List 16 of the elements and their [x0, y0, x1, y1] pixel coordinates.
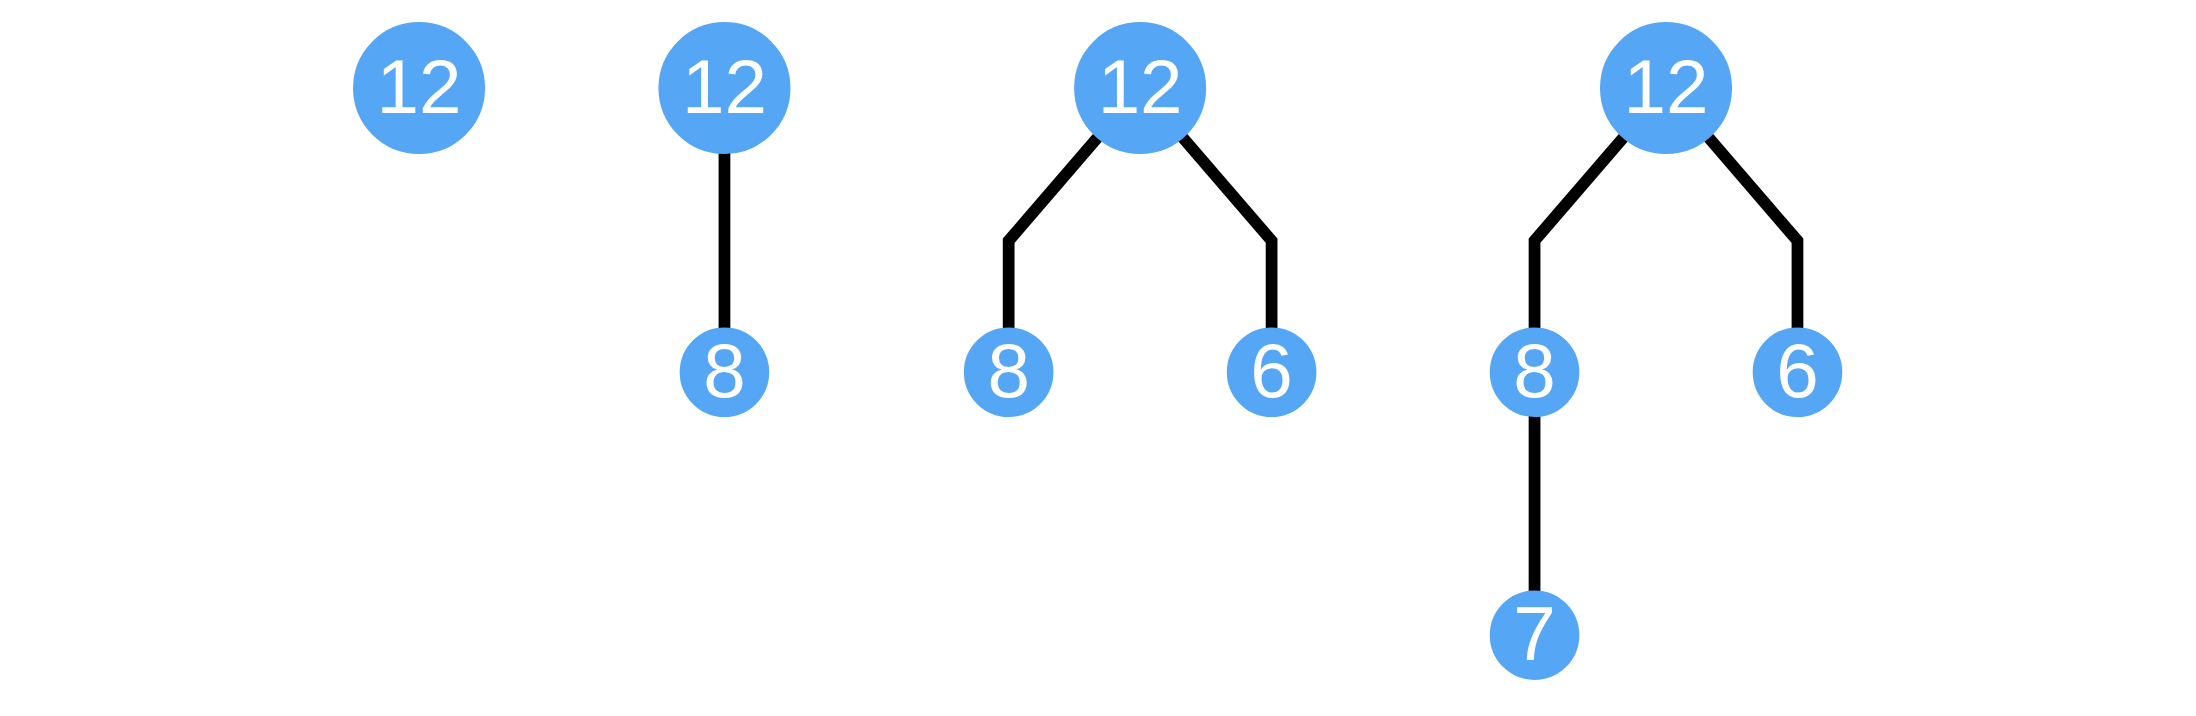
connector	[718, 152, 731, 329]
node-circle: 12	[658, 22, 791, 155]
node-circle: 6	[1227, 327, 1317, 417]
node-circle: 7	[1490, 590, 1580, 680]
node-circle: 8	[964, 327, 1054, 417]
connector	[1003, 133, 1103, 329]
node-circle: 8	[1490, 327, 1580, 417]
node-circle: 12	[1074, 22, 1207, 155]
node-circle: 6	[1753, 327, 1843, 417]
connector	[1704, 133, 1804, 329]
node-circle: 12	[1600, 22, 1733, 155]
connector	[1178, 133, 1278, 329]
node-circle: 8	[680, 327, 770, 417]
connector	[1529, 415, 1541, 592]
connector	[1529, 133, 1629, 329]
node-circle: 12	[353, 22, 486, 155]
